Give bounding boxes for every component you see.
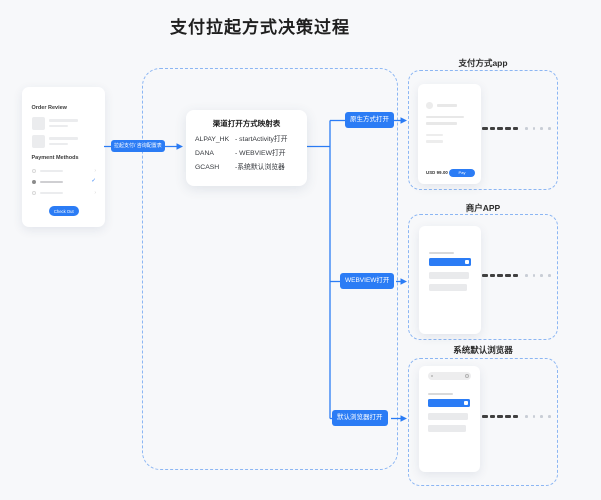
branch-label-native: 原生方式打开 [345,112,394,128]
placeholder-line [426,133,443,136]
open-method: -系统默认浏览器 [235,163,285,171]
ellipsis-dashes [482,127,551,130]
radio-selected-icon [31,180,36,184]
placeholder-line [426,122,457,125]
placeholder-lines [48,117,78,130]
open-method: - WEBVIEW打开 [235,149,286,157]
check-icon: ✓ [91,178,96,185]
amount-label: USD 99.00 [426,170,448,176]
outcome-box-payment-app: USD 99.00 Pay [408,70,558,190]
placeholder-line [428,393,453,395]
placeholder-bar [429,271,469,279]
placeholder-line [48,124,68,127]
placeholder-bar [428,412,468,420]
product-thumbnail [31,135,45,148]
outcome-title-merchant-app: 商户APP [465,203,501,213]
channel-name: DANA [195,149,214,157]
payment-methods-label: Payment Methods [31,155,79,161]
mapping-table-row: GCASH -系统默认浏览器 [195,164,298,172]
channel-name: ALPAY_HK [195,136,230,143]
mapping-table-title: 渠道打开方式映射表 [212,119,281,128]
outcome-title-payment-app: 支付方式app [458,58,508,68]
highlighted-input-bar[interactable] [428,399,470,407]
placeholder-line [426,140,443,143]
payment-method-row[interactable]: › [31,189,96,197]
chevron-right-icon: › [94,167,96,174]
channel-mapping-table: 渠道打开方式映射表 ALPAY_HK - startActivity打开 DAN… [186,110,307,186]
dot-group [525,415,551,418]
mapping-table-row: ALPAY_HK - startActivity打开 [195,136,298,144]
payment-footer-row: USD 99.00 Pay [426,168,475,177]
dash-group [482,274,519,277]
dot-group [525,274,551,277]
browser-screen-mockup [419,366,480,472]
pay-button[interactable]: Pay [449,168,475,177]
placeholder-line [426,115,464,118]
order-item-row [31,117,97,130]
order-review-label: Order Review [31,105,67,111]
launch-payment-edge-label: 拉起支付/ 咨询配置表 [111,140,165,152]
page-title: 支付拉起方式决策过程 [170,18,350,37]
placeholder-line [48,142,68,145]
placeholder-line [39,180,63,184]
payment-method-row[interactable]: › [31,167,96,175]
placeholder-line [436,104,457,107]
browser-address-bar[interactable] [428,372,471,380]
input-flag-icon [464,400,468,405]
outcome-box-system-browser [408,358,558,486]
mapping-table-row: DANA - WEBVIEW打开 [195,150,298,158]
input-flag-icon [465,259,469,264]
outcome-title-system-browser: 系统默认浏览器 [453,345,513,355]
dot-group [525,127,551,130]
placeholder-line [429,252,454,254]
ellipsis-dashes [482,274,551,277]
chevron-right-icon: › [94,189,96,196]
placeholder-line [39,169,63,173]
ellipsis-dashes [482,415,551,418]
checkout-phone-mockup: Order Review Payment Methods › ✓ [22,87,105,227]
refresh-icon [464,374,469,378]
site-dot-icon [430,374,433,378]
radio-icon [31,191,36,195]
payment-method-row-selected[interactable]: ✓ [31,178,96,186]
branch-label-default-browser: 默认浏览器打开 [332,410,388,426]
avatar-icon [426,102,433,109]
open-method: - startActivity打开 [235,136,288,143]
placeholder-line [48,137,78,140]
channel-name: GCASH [195,163,220,171]
dash-group [482,415,519,418]
placeholder-line [39,191,63,195]
branch-label-webview: WEBVIEW打开 [340,273,395,289]
radio-icon [31,169,36,173]
webview-screen-mockup [419,226,481,334]
payment-app-screen-mockup: USD 99.00 Pay [418,84,481,184]
order-item-row [31,135,97,148]
check-out-button[interactable]: Check Out [48,206,79,216]
product-thumbnail [31,117,45,130]
highlighted-input-bar[interactable] [429,258,471,266]
placeholder-bar [428,424,466,432]
dash-group [482,127,519,130]
placeholder-bar [429,283,467,291]
placeholder-line [48,119,78,122]
decision-boundary [142,68,398,470]
placeholder-lines [48,135,78,148]
merchant-info-row [426,102,474,109]
outcome-box-merchant-app [408,214,558,340]
